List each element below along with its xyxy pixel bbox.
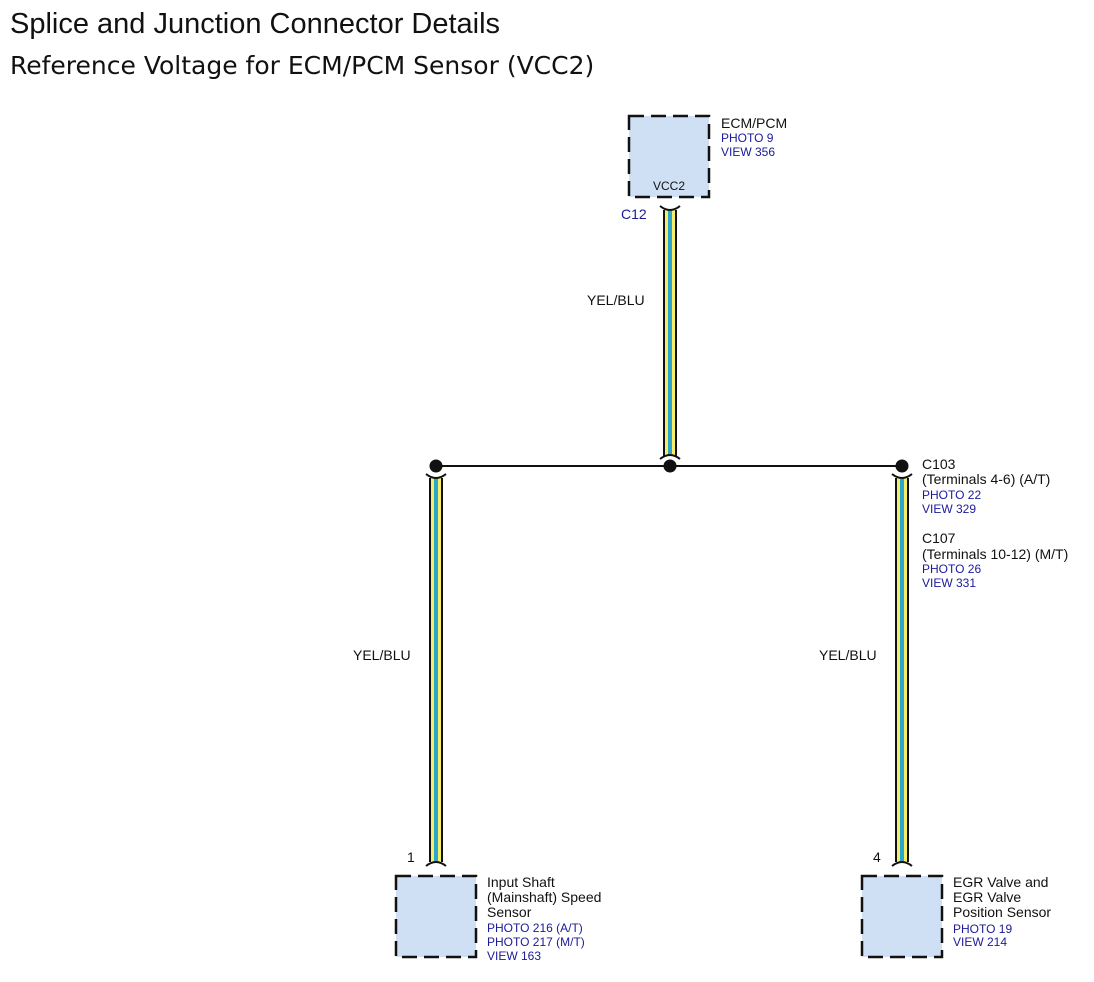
input-sensor-name-line3: Sensor (487, 904, 532, 920)
egr-sensor-name-line2: EGR Valve (953, 889, 1021, 905)
wire-right-color-label: YEL/BLU (819, 647, 877, 663)
wire-top[interactable] (659, 205, 681, 460)
input-sensor-photo-at[interactable]: PHOTO 216 (A/T) (487, 921, 583, 935)
ecm-pin-label: VCC2 (653, 179, 685, 193)
c107-photo-ref[interactable]: PHOTO 26 (922, 562, 981, 576)
egr-sensor-name-line1: EGR Valve and (953, 874, 1048, 890)
input-sensor-name-line1: Input Shaft (487, 874, 555, 890)
c107-view-ref[interactable]: VIEW 331 (922, 576, 976, 590)
egr-sensor-pin: 4 (873, 849, 881, 865)
input-sensor-name-line2: (Mainshaft) Speed (487, 889, 601, 905)
egr-sensor-view[interactable]: VIEW 214 (953, 935, 1007, 949)
egr-sensor-name-line3: Position Sensor (953, 904, 1051, 920)
splice-node-left (429, 459, 443, 473)
ecm-component-box[interactable] (627, 114, 711, 199)
c103-view-ref[interactable]: VIEW 329 (922, 502, 976, 516)
ecm-connector-label: C12 (621, 206, 647, 222)
ecm-view-ref[interactable]: VIEW 356 (721, 145, 775, 159)
egr-sensor-component-box[interactable] (860, 874, 944, 959)
splice-node-right (895, 459, 909, 473)
wire-top-color-label: YEL/BLU (587, 292, 645, 308)
c107-name: C107 (922, 530, 956, 546)
input-sensor-pin: 1 (407, 849, 415, 865)
input-sensor-view[interactable]: VIEW 163 (487, 949, 541, 963)
ecm-photo-ref[interactable]: PHOTO 9 (721, 131, 774, 145)
wire-left[interactable] (425, 473, 447, 867)
c103-name: C103 (922, 456, 956, 472)
input-sensor-component-box[interactable] (394, 874, 478, 959)
splice-node-center (663, 459, 677, 473)
page-title: Splice and Junction Connector Details (10, 8, 501, 40)
egr-sensor-photo[interactable]: PHOTO 19 (953, 922, 1012, 936)
c103-photo-ref[interactable]: PHOTO 22 (922, 488, 981, 502)
c103-terminals: (Terminals 4-6) (A/T) (922, 471, 1050, 487)
wire-right[interactable] (891, 473, 913, 867)
wire-left-color-label: YEL/BLU (353, 647, 411, 663)
page-subtitle: Reference Voltage for ECM/PCM Sensor (VC… (10, 51, 595, 80)
ecm-name: ECM/PCM (721, 115, 787, 131)
c107-terminals: (Terminals 10-12) (M/T) (922, 546, 1068, 562)
input-sensor-photo-mt[interactable]: PHOTO 217 (M/T) (487, 935, 585, 949)
